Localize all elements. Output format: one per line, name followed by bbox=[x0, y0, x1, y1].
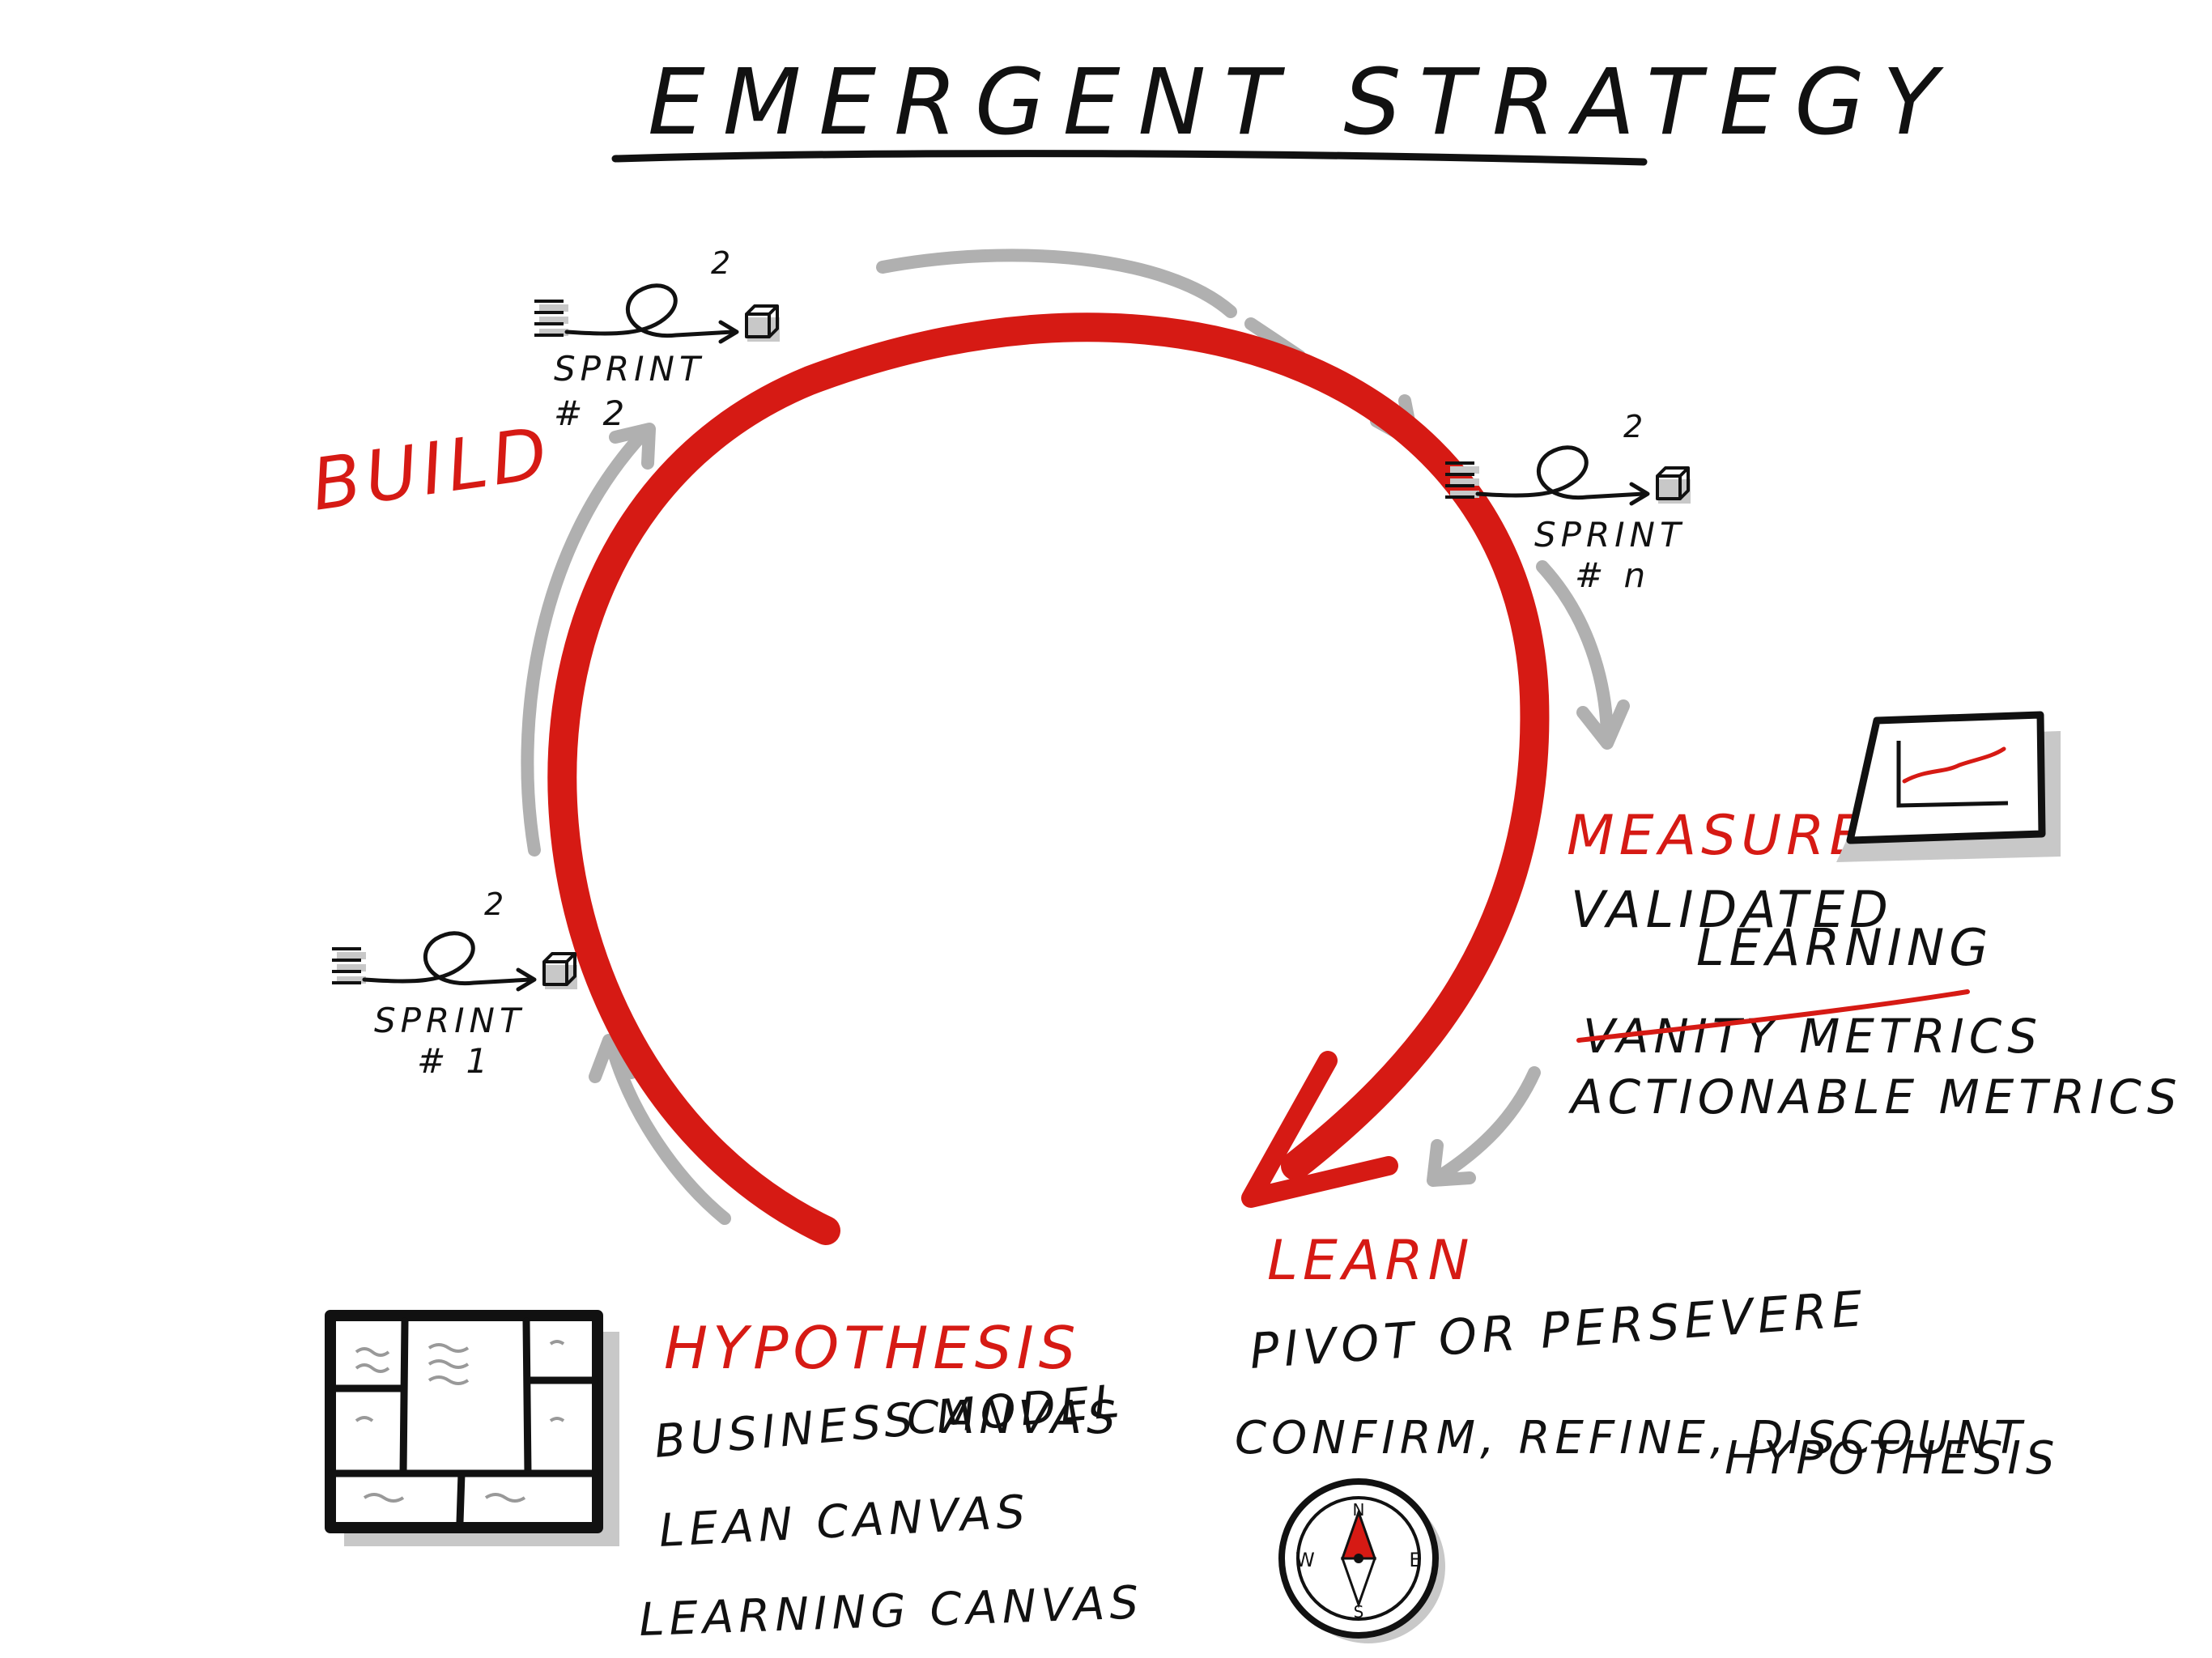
page-title: EMERGENT STRATEGY bbox=[648, 50, 1956, 155]
learn-label: LEARN bbox=[1267, 1229, 1474, 1293]
sprint-1-label: SPRINT bbox=[374, 1001, 525, 1040]
hypothesis-label: HYPOTHESIS bbox=[664, 1314, 1080, 1382]
learn-pivot: PIVOT OR PERSEVERE bbox=[1248, 1281, 1869, 1380]
hypothesis-lean-canvas: LEAN CANVAS bbox=[657, 1486, 1031, 1558]
sprint-n-number: # n bbox=[1575, 555, 1650, 595]
sprint-1-loop-icon bbox=[332, 933, 577, 989]
compass-n: N bbox=[1353, 1500, 1365, 1520]
compass-e: E bbox=[1409, 1549, 1421, 1571]
measure-section: MEASURE VALIDATED LEARNING VANITY METRIC… bbox=[1567, 711, 2182, 1124]
sprint-2-loop-icon bbox=[534, 286, 780, 342]
gray-arrow-right bbox=[1536, 560, 1614, 747]
hypothesis-section: HYPOTHESIS BUSINESS MODEL CANVAS LEAN CA… bbox=[325, 1310, 1144, 1647]
gray-arrow-left-head bbox=[609, 423, 656, 470]
canvas-grid-icon bbox=[325, 1310, 619, 1546]
sprint-n-loop-icon bbox=[1445, 448, 1691, 504]
sprint-2: 2 SPRINT # 2 bbox=[534, 245, 780, 433]
gray-arrow-top-a bbox=[876, 249, 1237, 318]
learn-section: LEARN PIVOT OR PERSEVERE CONFIRM, REFINE… bbox=[1235, 1229, 2059, 1643]
hypothesis-bmc-line2: CANVAS bbox=[907, 1392, 1121, 1444]
measure-label: MEASURE bbox=[1567, 804, 1869, 868]
hypothesis-learning-canvas: LEARNING CANVAS bbox=[638, 1576, 1144, 1647]
vanity-strikethrough bbox=[1576, 989, 1970, 1043]
compass-icon: N S E W bbox=[1278, 1478, 1445, 1643]
sprint-2-loop-mark: 2 bbox=[711, 245, 735, 281]
gray-arrow-right-head bbox=[1576, 699, 1630, 750]
gray-cycle-arrows bbox=[521, 249, 1630, 1225]
sprint-n: 2 SPRINT # n bbox=[1445, 409, 1691, 595]
gray-arrow-bottom-right-head bbox=[1427, 1139, 1476, 1187]
sprint-1: 2 SPRINT # 1 bbox=[332, 886, 577, 1081]
compass-s: S bbox=[1354, 1602, 1364, 1622]
measure-validated-line2: LEARNING bbox=[1696, 918, 1993, 977]
sprint-2-label: SPRINT bbox=[554, 349, 705, 389]
sprint-1-number: # 1 bbox=[417, 1041, 492, 1081]
gray-arrow-bottom-left bbox=[605, 1038, 731, 1225]
sprint-2-number: # 2 bbox=[554, 393, 629, 433]
compass-w: W bbox=[1295, 1549, 1315, 1571]
measure-actionable-metrics: ACTIONABLE METRICS bbox=[1568, 1069, 2182, 1124]
measure-validated-line1: VALIDATED bbox=[1571, 880, 1893, 939]
measure-vanity-metrics: VANITY METRICS bbox=[1583, 1009, 2042, 1064]
title-underline bbox=[611, 150, 1648, 166]
learn-confirm-line2: HYPOTHESIS bbox=[1725, 1432, 2059, 1485]
learn-confirm-line1: CONFIRM, REFINE, DISCOUNT bbox=[1235, 1412, 2027, 1465]
line-chart-icon bbox=[1836, 711, 2061, 862]
sprint-n-loop-mark: 2 bbox=[1623, 409, 1648, 444]
main-cycle-arrowhead bbox=[1241, 1051, 1398, 1208]
gray-arrow-bottom-right bbox=[1431, 1066, 1541, 1184]
gray-arrow-bottom-left-head bbox=[589, 1034, 638, 1083]
build-label: BUILD bbox=[307, 410, 557, 526]
gray-arrow-left bbox=[521, 427, 650, 857]
sprint-1-loop-mark: 2 bbox=[484, 886, 508, 922]
sprint-n-label: SPRINT bbox=[1534, 515, 1686, 555]
main-cycle-arrow bbox=[547, 312, 1550, 1245]
